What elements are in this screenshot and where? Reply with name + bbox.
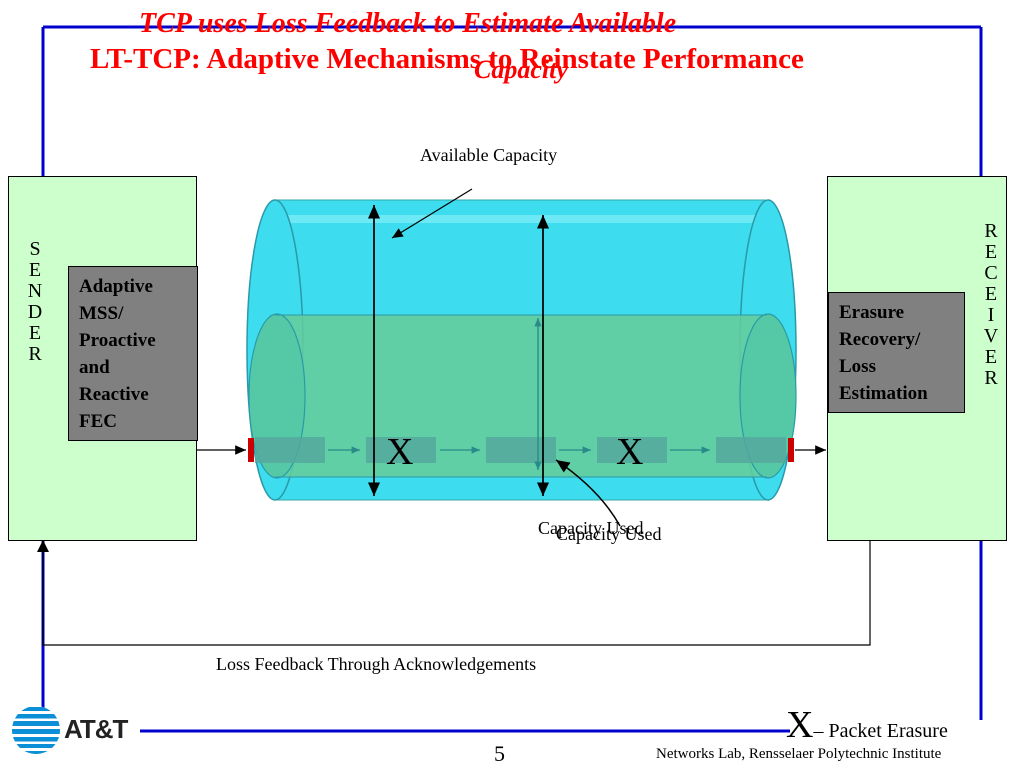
adaptive-fec-box: Adaptive MSS/ Proactive and Reactive FEC — [68, 266, 198, 441]
old-title-line2: Capacity — [474, 55, 568, 84]
packet — [366, 437, 436, 463]
loss-feedback-label: Loss Feedback Through Acknowledgements — [216, 654, 537, 674]
globe-icon — [12, 706, 60, 754]
available-capacity-label: Available Capacity — [420, 145, 558, 165]
erasure-legend: X– Packet Erasure — [786, 703, 948, 747]
capacity-used-label-2: Capacity Used — [556, 524, 662, 544]
legend-symbol: X — [786, 704, 814, 746]
packet — [597, 437, 667, 463]
packet-flow — [197, 437, 826, 463]
packet-erasure-mark: X — [386, 431, 414, 473]
att-logo: AT&T — [8, 704, 138, 756]
capacity-arrows — [368, 188, 621, 527]
packet — [486, 437, 556, 463]
page-number: 5 — [494, 741, 505, 766]
old-title: TCP uses Loss Feedback to Estimate Avail… — [139, 8, 677, 39]
packet — [255, 437, 325, 463]
slide-title: LT-TCP: Adaptive Mechanisms to Reinstate… — [90, 43, 804, 75]
packet — [716, 437, 786, 463]
feedback-loop — [37, 540, 871, 646]
packet-erasure-mark: X — [616, 431, 644, 473]
logo-text: AT&T — [64, 714, 128, 744]
legend-text: – Packet Erasure — [813, 720, 948, 742]
footer-credit: Networks Lab, Rensselaer Polytechnic Ins… — [656, 746, 942, 762]
erasure-recovery-box: Erasure Recovery/ Loss Estimation — [828, 292, 965, 413]
capacity-used-label: Capacity Used — [538, 518, 644, 538]
